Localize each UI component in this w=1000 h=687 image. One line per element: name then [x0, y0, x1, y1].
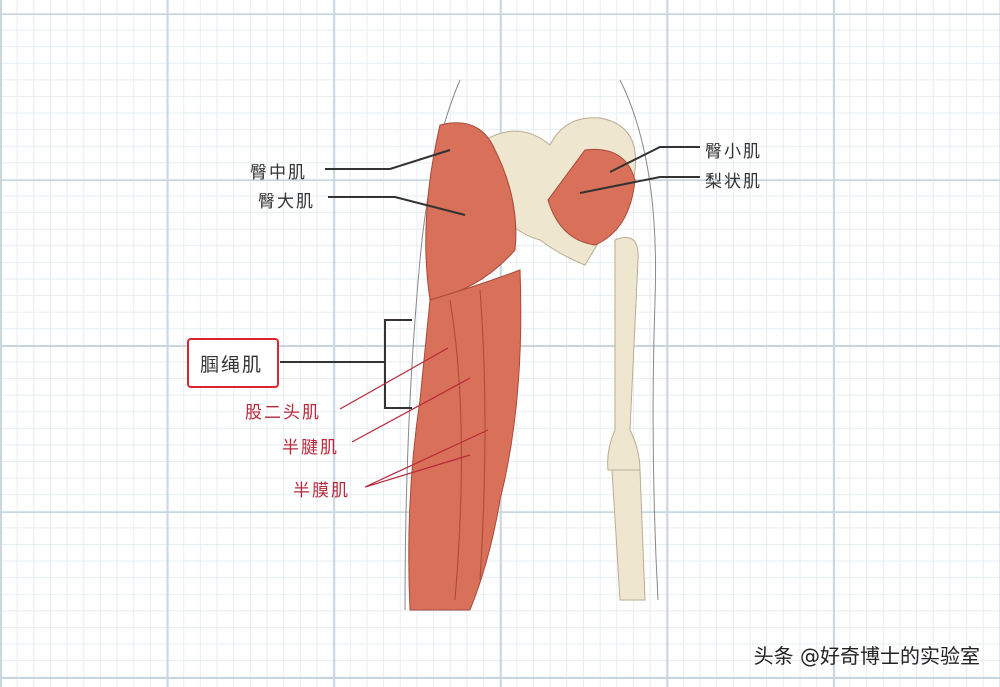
label-semimembranosus: 半膜肌	[293, 481, 350, 501]
leader-gluteus-medius	[325, 149, 451, 170]
hamstrings-highlight-box	[187, 338, 279, 388]
leader-gluteus-minimus	[609, 146, 700, 173]
hamstring-muscles-shape	[408, 269, 522, 611]
label-semitendinosus: 半腱肌	[282, 438, 339, 458]
label-gluteus-maximus: 臀大肌	[258, 192, 315, 212]
gluteus-minimus-shape	[547, 148, 636, 246]
leader-piriformis	[579, 176, 700, 194]
label-piriformis: 梨状肌	[705, 172, 762, 192]
gluteus-maximus-shape	[425, 122, 517, 301]
hamstrings-bracket	[384, 319, 412, 409]
leader-semitendinosus	[351, 377, 471, 443]
watermark: 头条 @好奇博士的实验室	[753, 644, 980, 668]
leader-semimembranosus	[364, 429, 489, 488]
leader-biceps-femoris	[339, 347, 449, 410]
body-outline-right	[619, 79, 659, 601]
tibia-bone	[611, 469, 646, 601]
leader-gluteus-maximus	[328, 196, 466, 216]
label-gluteus-minimus: 臀小肌	[705, 142, 762, 162]
label-hamstrings: 腘绳肌	[200, 354, 264, 376]
femur-bone	[607, 237, 641, 471]
label-biceps-femoris: 股二头肌	[245, 403, 321, 423]
label-gluteus-medius: 臀中肌	[250, 163, 307, 183]
